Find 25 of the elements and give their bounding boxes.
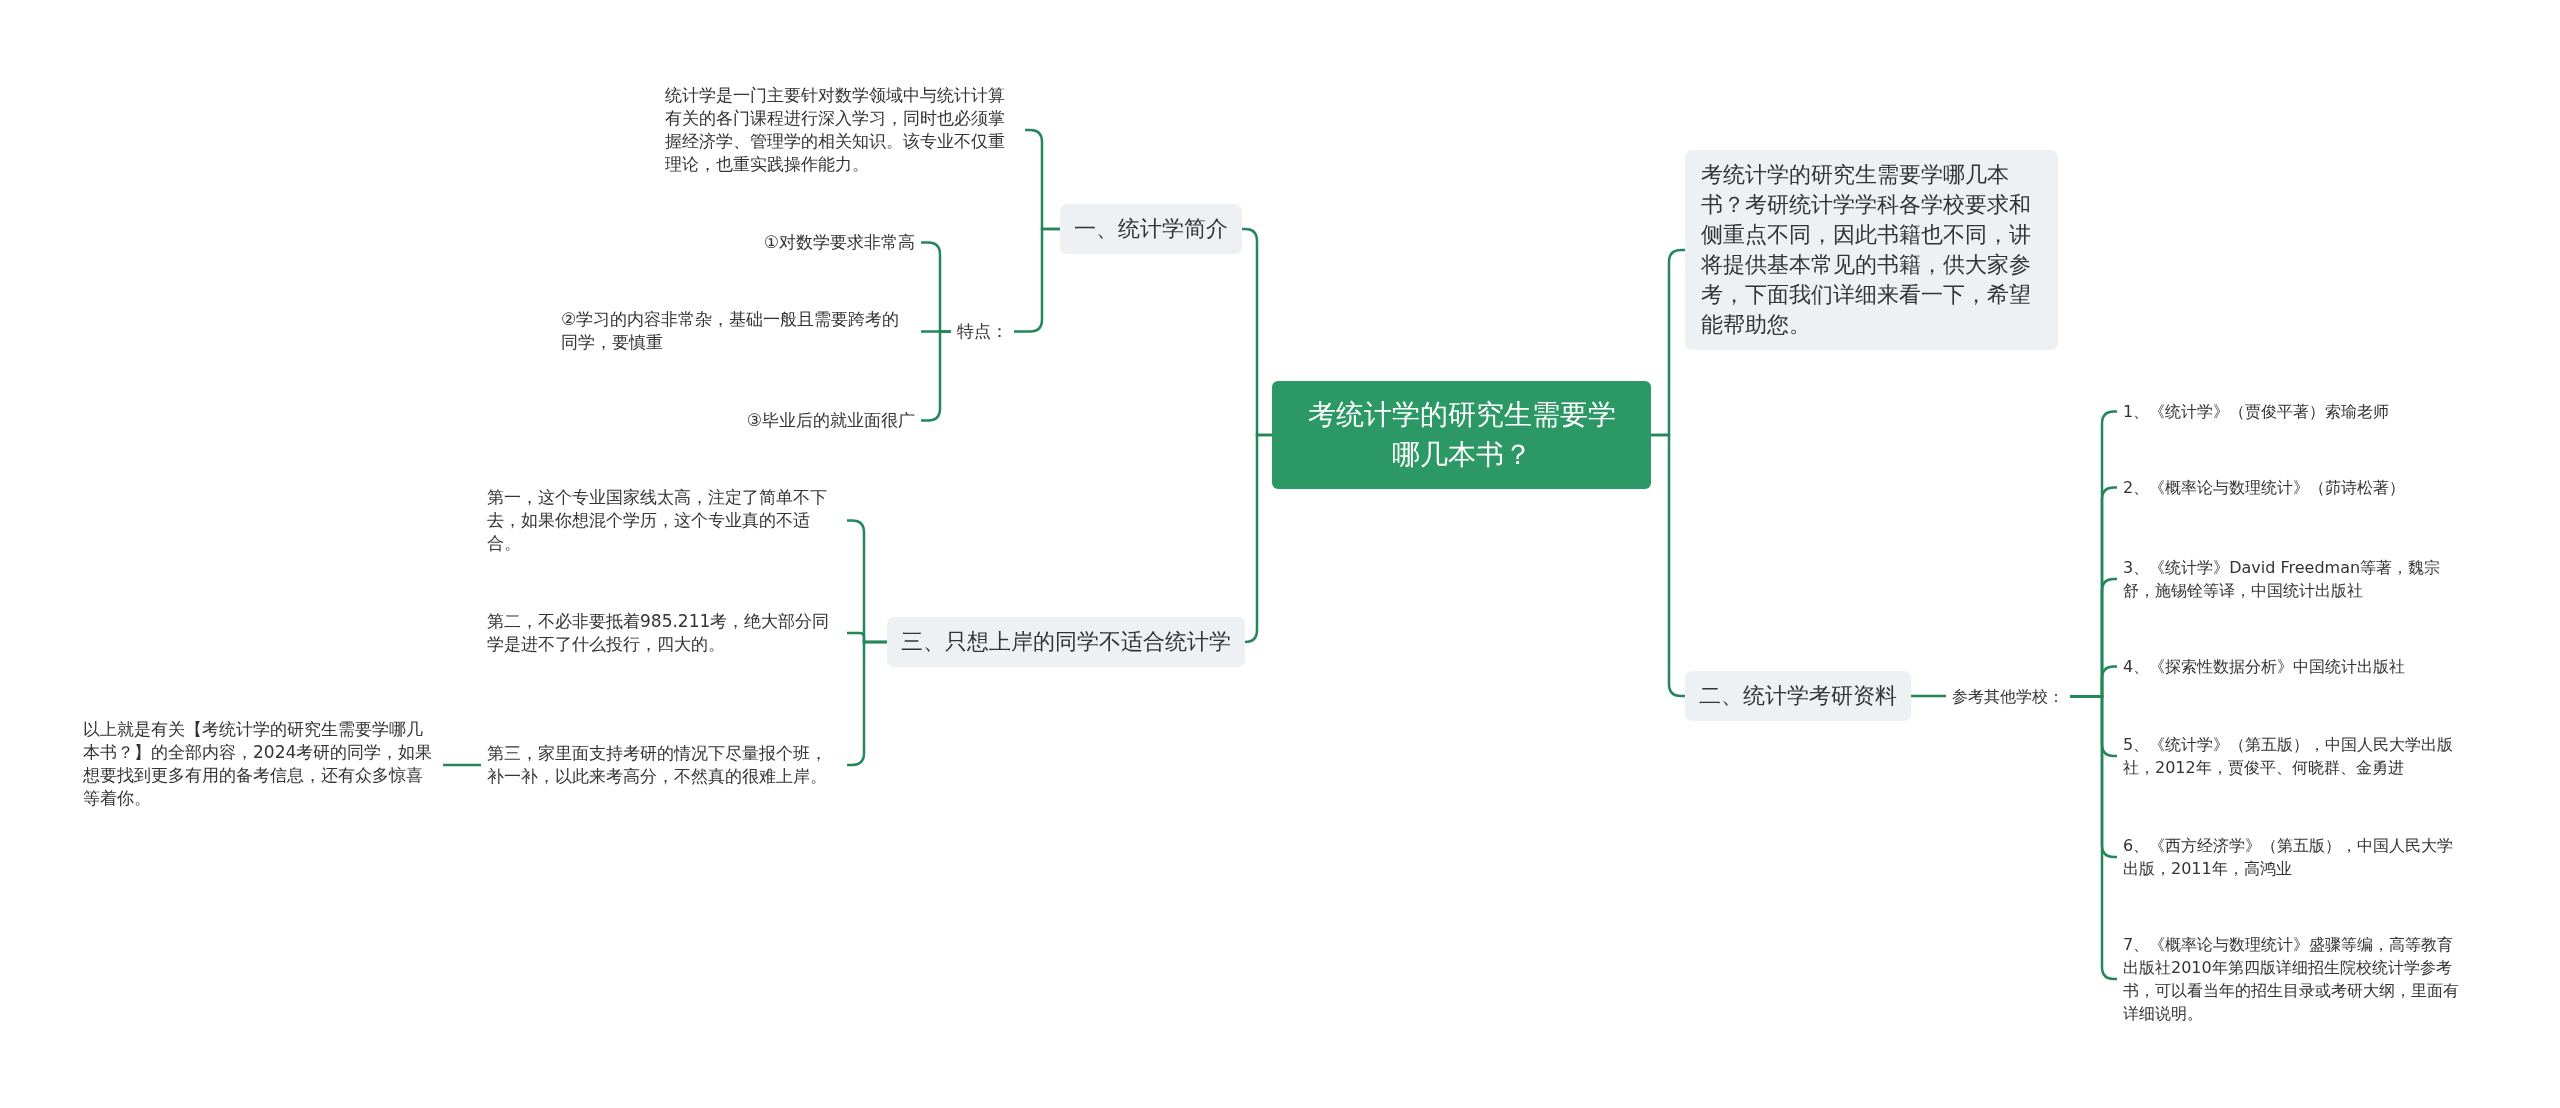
topic-text: 7、《概率论与数理统计》盛骤等编，高等教育出版社2010年第四版详细招生院校统计学参考书，可以看当年的招生目录或考研大纲，里面有详细说明。 <box>2117 933 2467 1025</box>
topic-text: 统计学是一门主要针对数学领域中与统计计算有关的各门课程进行深入学习，同时也必须掌握经济学、管理学的相关知识。该专业不仅重理论，也重实践操作能力。 <box>659 84 1025 176</box>
topic-text: 特点： <box>951 320 1014 343</box>
topic-text: ②学习的内容非常杂，基础一般且需要跨考的同学，要慎重 <box>555 308 921 354</box>
topic-text: ③毕业后的就业面很广 <box>740 409 921 432</box>
topic-text: 4、《探索性数据分析》中国统计出版社 <box>2117 655 2412 678</box>
note-box: 考统计学的研究生需要学哪几本书？考研统计学学科各学校要求和侧重点不同，因此书籍也不同，讲将提供基本常见的书籍，供大家参考，下面我们详细来看一下，希望能帮助您。 <box>1685 150 2058 350</box>
topic-text: 1、《统计学》（贾俊平著）索瑜老师 <box>2117 400 2396 423</box>
topic-box: 三、只想上岸的同学不适合统计学 <box>887 617 1245 667</box>
topic-box: 二、统计学考研资料 <box>1685 671 1911 721</box>
topic-text: 第三，家里面支持考研的情况下尽量报个班，补一补，以此来考高分，不然真的很难上岸。 <box>481 742 847 788</box>
connector-line <box>443 763 481 767</box>
topic-text: 第一，这个专业国家线太高，注定了简单不下去，如果你想混个学历，这个专业真的不适合。 <box>481 486 847 555</box>
topic-text: 5、《统计学》（第五版），中国人民大学出版社，2012年，贾俊平、何晓群、金勇进 <box>2117 733 2467 779</box>
topic-text: ①对数学要求非常高 <box>757 231 921 254</box>
topic-box: 一、统计学简介 <box>1060 204 1242 254</box>
central-topic-box: 考统计学的研究生需要学哪几本书？ <box>1272 381 1651 489</box>
topic-text: 2、《概率论与数理统计》（茆诗松著） <box>2117 476 2412 499</box>
topic-text: 3、《统计学》David Freedman等著，魏宗舒，施锡铨等译，中国统计出版社 <box>2117 556 2467 602</box>
topic-text: 参考其他学校： <box>1946 685 2070 708</box>
topic-text: 以上就是有关【考统计学的研究生需要学哪几本书？】的全部内容，2024考研的同学，如果想要找到更多有用的备考信息，还有众多惊喜等着你。 <box>77 718 443 810</box>
connector-line <box>1911 694 1946 698</box>
connector-line <box>1243 433 1272 644</box>
topic-text: 第二，不必非要抵着985.211考，绝大部分同学是进不了什么投行，四大的。 <box>481 610 847 656</box>
topic-text: 6、《西方经济学》（第五版），中国人民大学出版，2011年，高鸿业 <box>2117 834 2467 880</box>
